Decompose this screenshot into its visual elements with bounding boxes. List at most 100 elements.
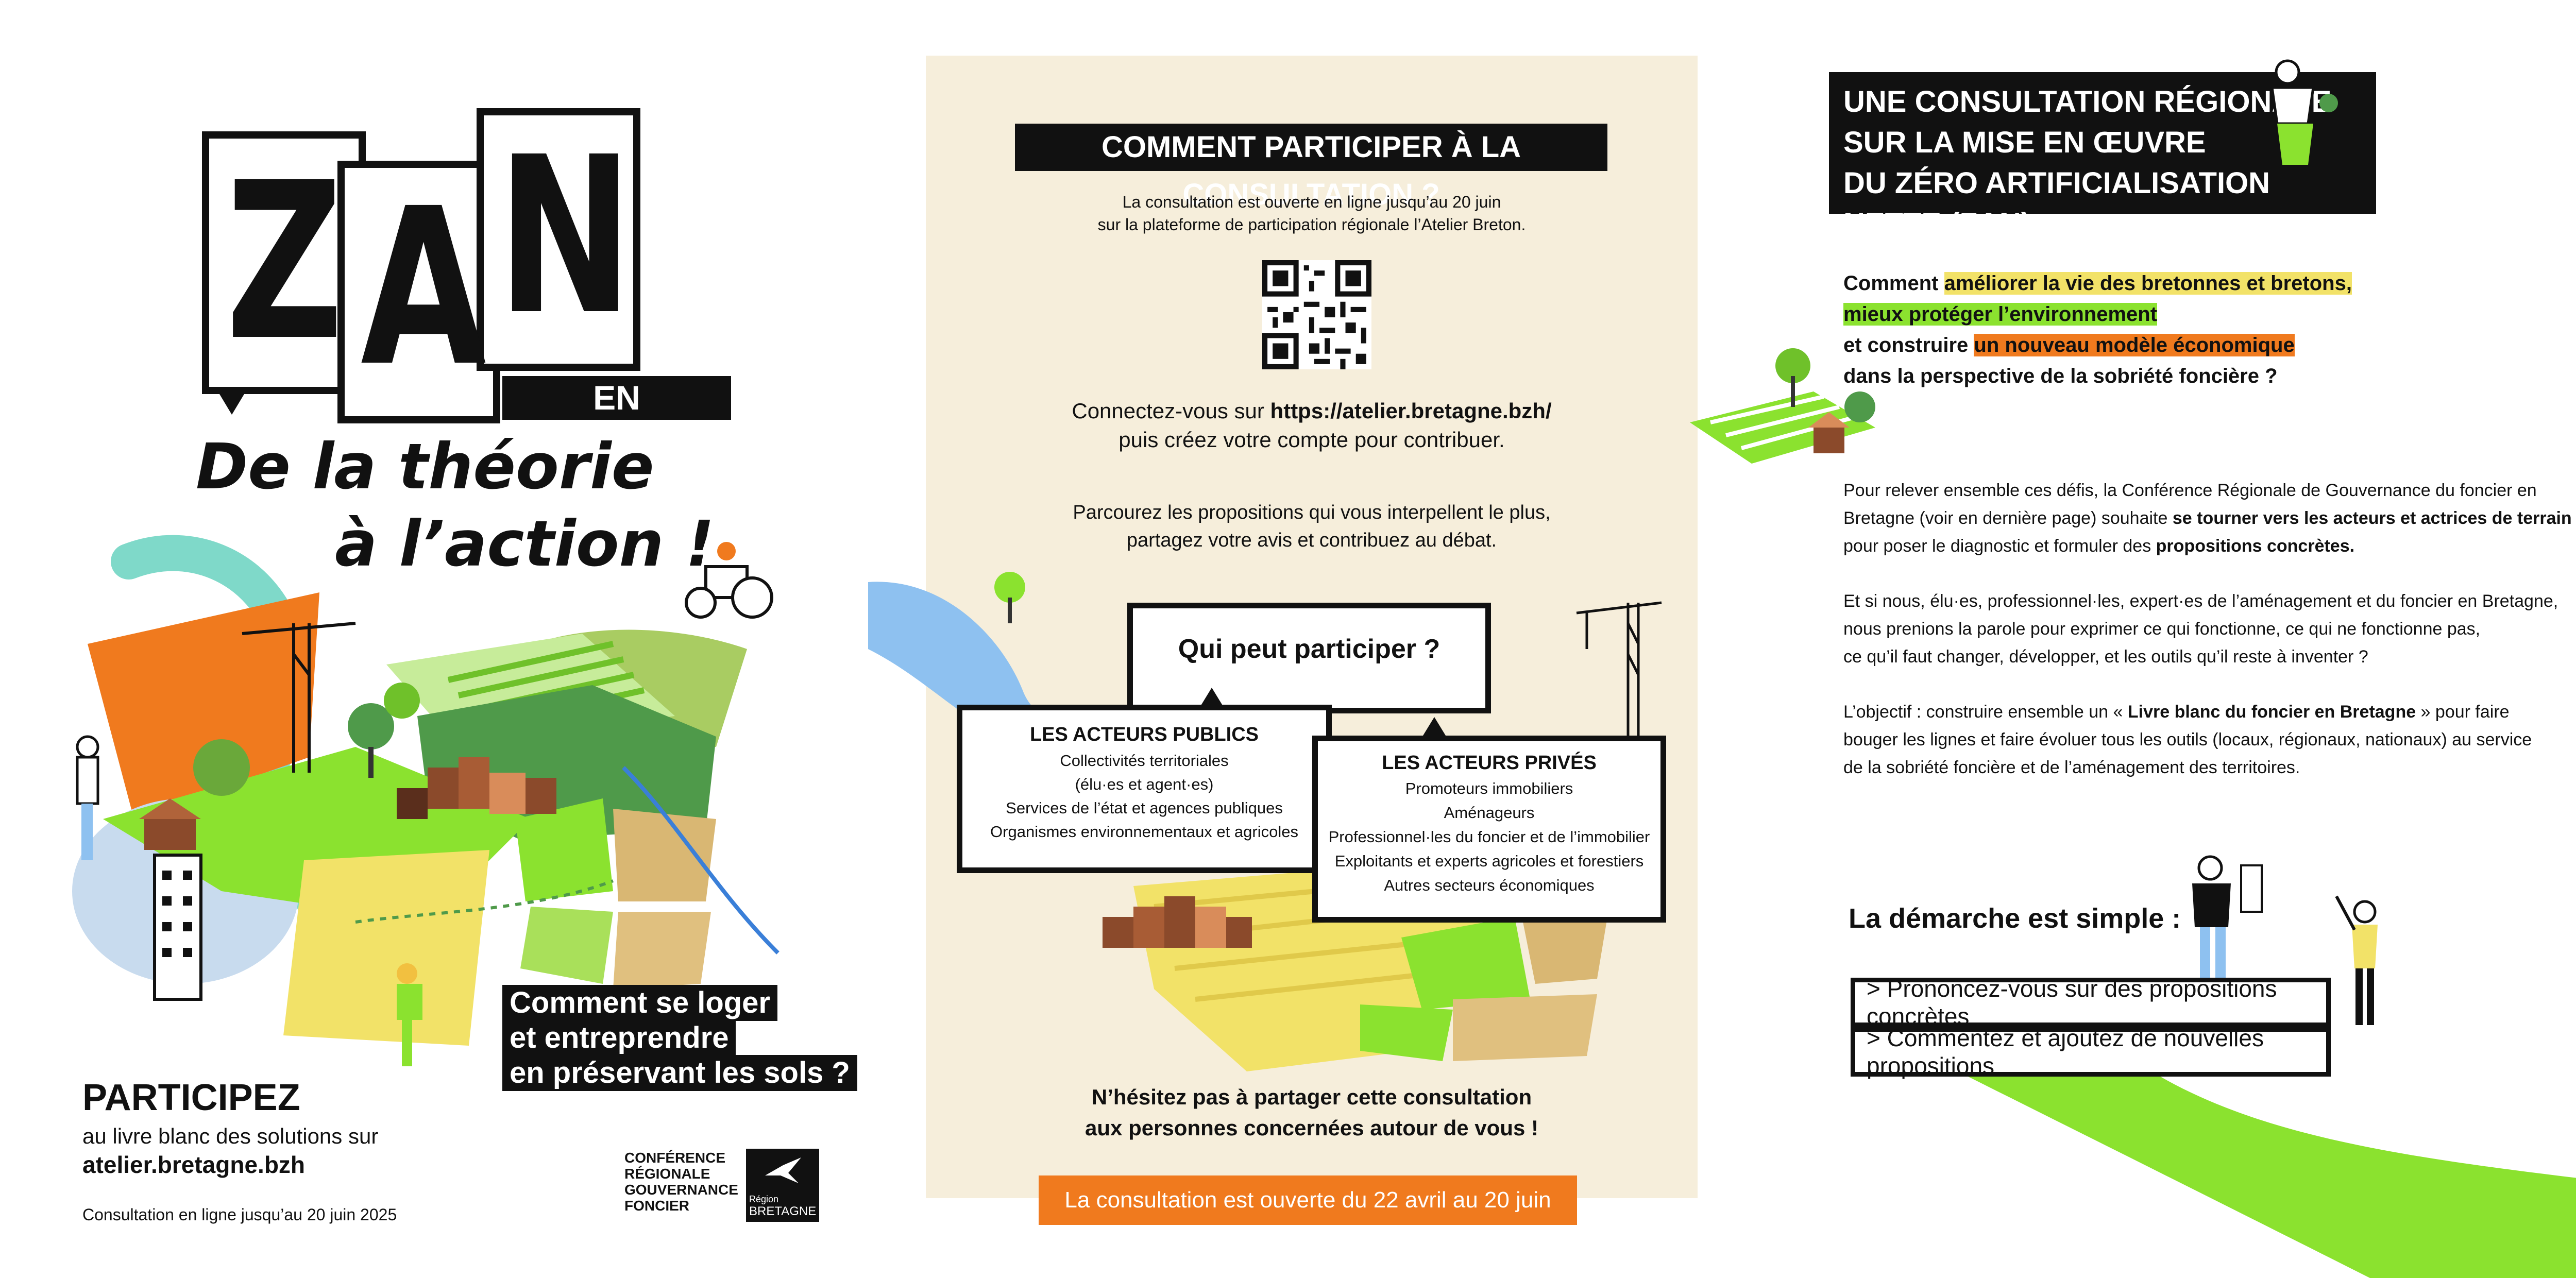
private-actor-item: Exploitants et experts agricoles et fore…	[1334, 852, 1644, 870]
region-logo-line-1: Région	[749, 1194, 779, 1204]
center-intro-line-1: La consultation est ouverte en ligne jus…	[1122, 193, 1501, 211]
center-intro-line-2: sur la plateforme de participation régio…	[1097, 215, 1526, 234]
right-question: Comment améliorer la vie des bretonnes e…	[1843, 268, 2352, 391]
connect-url[interactable]: https://atelier.bretagne.bzh/	[1270, 399, 1552, 423]
green-road-shape	[1947, 1066, 2576, 1278]
building-left	[153, 854, 202, 1001]
q-highlight-orange: un nouveau modèle économique	[1974, 334, 2295, 356]
right-paragraph-1: Pour relever ensemble ces défis, la Conf…	[1843, 476, 2572, 560]
center-browse: Parcourez les propositions qui vous inte…	[926, 499, 1698, 554]
p1-line-2: Bretagne (voir en dernière page) souhait…	[1843, 504, 2572, 532]
right-title-line: UNE CONSULTATION RÉGIONALE	[1843, 85, 2332, 118]
en-bretagne-label: EN BRETAGNE	[502, 376, 731, 461]
p1-line-1: Pour relever ensemble ces défis, la Conf…	[1843, 481, 2537, 500]
person-planting	[397, 963, 422, 1066]
tractor	[685, 542, 773, 619]
landscape-illustration	[72, 535, 779, 1066]
right-question-line-2: mieux protéger l’environnement	[1843, 299, 2352, 330]
p2-line-3: ce qu’il faut changer, développer, et le…	[1843, 647, 2368, 667]
public-actors-title: LES ACTEURS PUBLICS	[1029, 724, 1259, 745]
zan-letter-a: A	[361, 162, 486, 414]
waving-figure	[2335, 895, 2378, 1025]
right-question-line-1: Comment améliorer la vie des bretonnes e…	[1843, 268, 2352, 299]
conference-logo-line: FONCIER	[624, 1198, 689, 1214]
step-2-text: > Commentez et ajoutez de nouvelles prop…	[1867, 1025, 2264, 1079]
step-1-box: > Prononcez-vous sur des propositions co…	[1851, 975, 2331, 1030]
private-actor-item: Professionnel·les du foncier et de l’imm…	[1328, 828, 1650, 846]
slogan-line-1: De la théorie	[196, 430, 654, 503]
right-title-line: DU ZÉRO ARTIFICIALISATION NETTE (ZAN)	[1843, 166, 2270, 241]
p1-text: Bretagne (voir en dernière page) souhait…	[1843, 508, 2173, 528]
conference-logo-line: CONFÉRENCE	[624, 1150, 726, 1166]
right-question-line-4: dans la perspective de la sobriété fonci…	[1843, 365, 2278, 387]
conference-logo-line: GOUVERNANCE	[624, 1182, 738, 1198]
public-actors-bubble	[957, 705, 1332, 873]
share-line-2: aux personnes concernées autour de vous …	[1085, 1116, 1538, 1140]
p3-bold: Livre blanc du foncier en Bretagne	[2127, 702, 2416, 722]
share-message: N’hésitez pas à partager cette consultat…	[926, 1082, 1698, 1144]
private-bubble-tail	[1423, 717, 1446, 736]
zan-letter-n: N	[497, 111, 633, 363]
center-connect-line-1: Connectez-vous sur https://atelier.breta…	[926, 397, 1698, 425]
public-actor-item: Organismes environnementaux et agricoles	[990, 823, 1298, 841]
region-logo-line-2: BRETAGNE	[749, 1204, 817, 1218]
public-actors-content: LES ACTEURS PUBLICS Collectivités territ…	[957, 724, 1332, 844]
p3-line-3: de la sobriété foncière et de l’aménagem…	[1843, 758, 2300, 777]
p3-text: » pour faire	[2416, 702, 2510, 722]
q-part3: et construire	[1843, 334, 1974, 356]
private-actors-title: LES ACTEURS PRIVÉS	[1382, 752, 1597, 774]
blue-water-shape	[868, 582, 1136, 742]
conference-logo: CONFÉRENCE RÉGIONALE GOUVERNANCE FONCIER	[624, 1150, 738, 1214]
private-actor-item: Autres secteurs économiques	[1384, 876, 1595, 894]
q-highlight-yellow: améliorer la vie des bretonnes et breton…	[1944, 272, 2352, 295]
p2-line-1: Et si nous, élu·es, professionnel·les, e…	[1843, 591, 2558, 611]
question-line-3: en préservant les sols ?	[502, 1055, 857, 1091]
slogan-line-2: à l’action !	[335, 507, 715, 581]
left-house	[139, 798, 201, 850]
who-title: Qui peut participer ?	[1178, 634, 1440, 664]
zan-letter-z: Z	[226, 137, 344, 388]
q-part1: Comment	[1843, 272, 1944, 295]
p1-text: pour poser le diagnostic et formuler des	[1843, 536, 2156, 556]
participez-subtitle: au livre blanc des solutions sur	[82, 1124, 379, 1148]
participez-url[interactable]: atelier.bretagne.bzh	[82, 1151, 306, 1178]
public-actor-item: Services de l’état et agences publiques	[1006, 799, 1283, 817]
tan-field-3	[613, 912, 711, 989]
demarche-title: La démarche est simple :	[1849, 903, 2181, 934]
orange-field	[88, 592, 319, 819]
gardener-figure	[2270, 59, 2338, 165]
qr-code[interactable]	[1262, 260, 1371, 369]
who-bubble	[1127, 603, 1491, 713]
center-tree-icon	[994, 572, 1025, 623]
region-bretagne-logo: Région BRETAGNE	[746, 1149, 819, 1222]
center-browse-line-2: partagez votre avis et contribuez au déb…	[1126, 530, 1497, 551]
right-title-line: SUR LA MISE EN ŒUVRE	[1843, 126, 2206, 159]
center-browse-line-1: Parcourez les propositions qui vous inte…	[1073, 502, 1551, 523]
tan-field	[613, 809, 716, 901]
center-fields-illustration	[1103, 865, 1607, 1071]
conference-logo-line: RÉGIONALE	[624, 1166, 710, 1182]
yellow-stripes-field	[283, 850, 489, 1046]
blue-stream	[622, 766, 779, 955]
crane-icon	[1576, 601, 1662, 742]
dates-banner: La consultation est ouverte du 22 avril …	[1039, 1175, 1577, 1262]
center-connect-line-2: puis créez votre compte pour contribuer.	[1118, 428, 1505, 452]
step-2-box: > Commentez et ajoutez de nouvelles prop…	[1851, 1025, 2331, 1079]
private-actor-item: Promoteurs immobiliers	[1405, 779, 1573, 797]
person-map	[76, 735, 99, 860]
share-line-1: N’hésitez pas à partager cette consultat…	[1091, 1085, 1532, 1109]
q-highlight-green: mieux protéger l’environnement	[1843, 303, 2158, 326]
connect-prefix: Connectez-vous sur	[1072, 399, 1270, 423]
p1-bold: propositions concrètes.	[2156, 536, 2355, 556]
question-line-1: Comment se loger	[502, 985, 777, 1021]
center-connect: Connectez-vous sur https://atelier.breta…	[926, 397, 1698, 454]
presenter-figure	[2192, 855, 2263, 981]
center-houses	[1103, 896, 1252, 948]
step-1-text: > Prononcez-vous sur des propositions co…	[1867, 975, 2277, 1030]
p3-line-2: bouger les lignes et faire évoluer tous …	[1843, 730, 2532, 749]
lime-field-2	[515, 798, 613, 901]
dotted-path	[355, 879, 614, 924]
private-actors-bubble	[1312, 736, 1666, 923]
right-field-illustration	[1690, 348, 1875, 464]
crane-left	[242, 622, 356, 773]
